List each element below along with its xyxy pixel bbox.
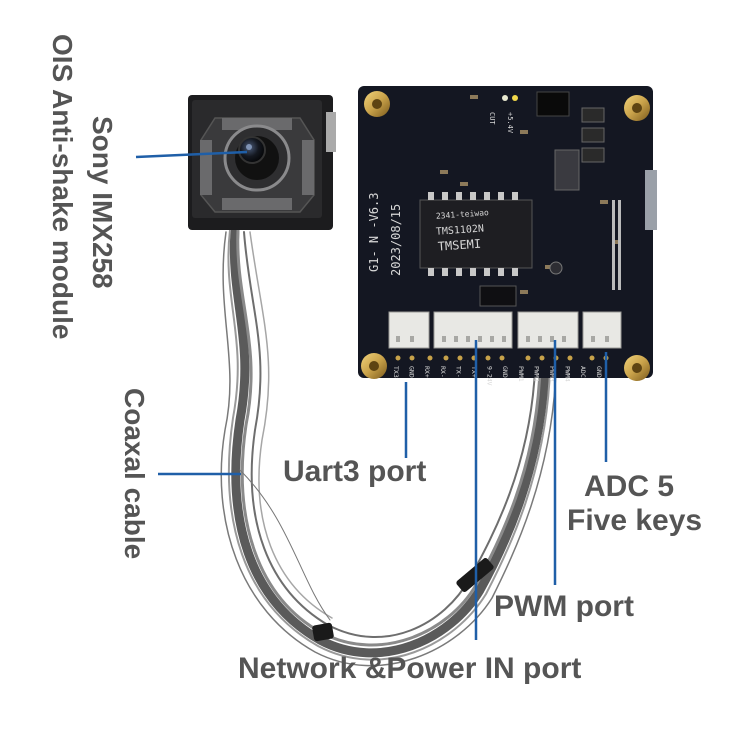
brass-standoffs bbox=[361, 91, 650, 381]
label-adc5: ADC 5 bbox=[584, 470, 675, 503]
pin-label: PWM2 bbox=[532, 366, 540, 382]
board-date: 2023/08/15 bbox=[389, 204, 403, 276]
pin-label: PWM3 bbox=[548, 366, 556, 382]
label-coaxal-cable: Coaxal cable bbox=[119, 388, 150, 560]
label-uart3-port: Uart3 port bbox=[283, 455, 427, 488]
board-voltage: +5.4V bbox=[506, 112, 514, 134]
label-network-power-port: Network &Power IN port bbox=[238, 652, 582, 685]
pin-label: PWM1 bbox=[517, 366, 525, 382]
camera-module bbox=[188, 95, 336, 230]
pin-label: TX- bbox=[454, 366, 462, 378]
chip-brand: TMSEMI bbox=[437, 237, 481, 254]
chip-model: TMS1102N bbox=[436, 223, 485, 237]
pin-label: GND bbox=[408, 366, 416, 378]
label-five-keys: Five keys bbox=[567, 504, 703, 537]
pointer-lines bbox=[135, 150, 608, 640]
board-cut: CUT bbox=[488, 112, 496, 125]
chip-code: 2341-teiwao bbox=[436, 208, 490, 221]
pin-label: TX+ bbox=[470, 366, 478, 378]
pin-label: GND bbox=[501, 366, 509, 378]
label-pwm-port: PWM port bbox=[494, 590, 634, 623]
label-sony-imx258: Sony IMX258 bbox=[87, 116, 118, 289]
pin-label: TX3 bbox=[392, 366, 400, 378]
pin-label: RX- bbox=[439, 366, 447, 378]
pin-label: PWM4 bbox=[564, 366, 572, 382]
label-ois-module: OIS Anti-shake module bbox=[47, 34, 78, 340]
pin-label: GND bbox=[595, 366, 603, 378]
pin-label: 9-24V bbox=[486, 366, 494, 386]
cable-sleeve-1 bbox=[312, 622, 334, 642]
pcb-board: 2341-teiwao TMS1102N TMSEMI G1- N -V6.3 … bbox=[358, 86, 657, 386]
board-version: G1- N -V6.3 bbox=[367, 193, 381, 272]
pin-labels: TX3 GND RX+ RX- TX- TX+ 9-24V GND PWM1 PWM2 PWM3 PW… bbox=[392, 366, 603, 386]
pin-label: RX+ bbox=[423, 366, 431, 378]
pin-label: ADC bbox=[579, 366, 587, 378]
